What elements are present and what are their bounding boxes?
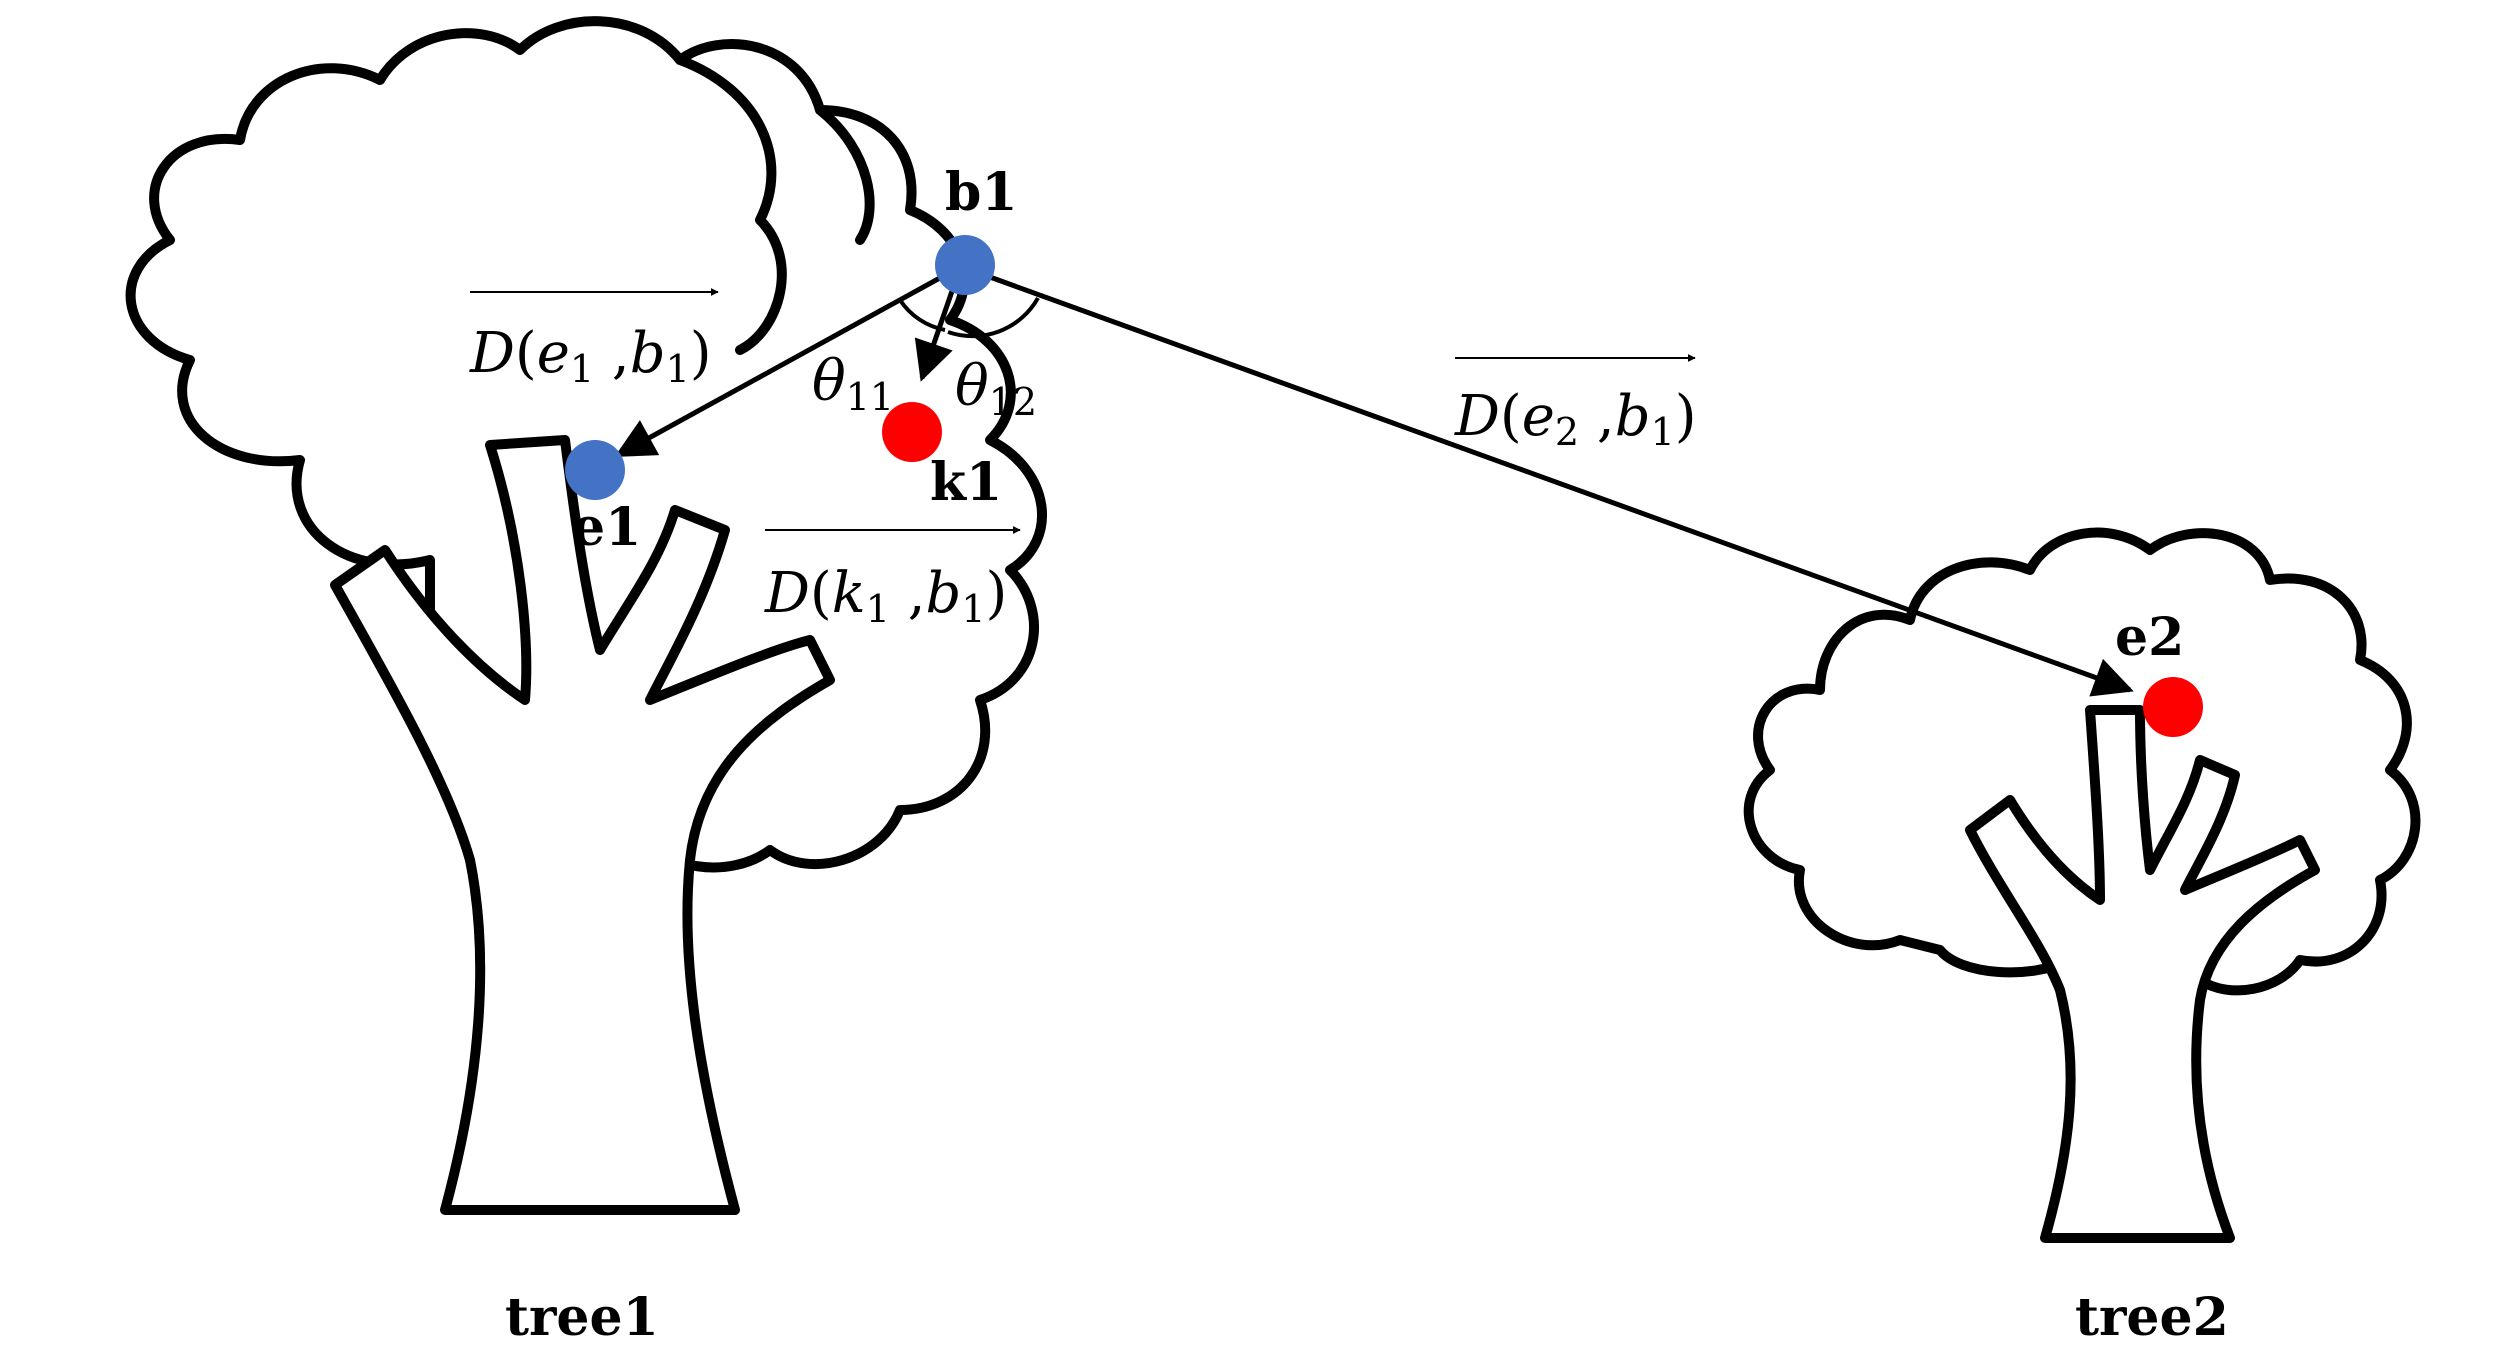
vec-close: ) [986, 561, 1008, 626]
vec-comma: , [890, 561, 926, 626]
label-tree2: tree2 [2075, 1287, 2229, 1348]
vec-b-sub: 1 [666, 347, 690, 391]
vec-b-sub: 1 [961, 587, 985, 631]
tree2-icon [1743, 527, 2421, 1243]
vec-b-sub: 1 [1651, 410, 1675, 454]
label-b1: b1 [945, 162, 1018, 223]
vec-open: ( [515, 321, 537, 386]
vec-a-sub: 1 [866, 587, 890, 631]
vec-a: k [832, 561, 866, 626]
point-b1 [935, 235, 995, 295]
vector-label-d-e1-b1: D(e1 ,b1) [469, 288, 719, 391]
tree2-trunk [1965, 705, 2320, 1243]
tree1-trunk [330, 435, 835, 1215]
vector-label-d-k1-b1: D(k1 ,b1) [764, 526, 1021, 631]
point-e1 [565, 440, 625, 500]
svg-text:D(e2 ,b1): D(e2 ,b1) [1454, 384, 1697, 454]
vec-base: D [764, 561, 810, 626]
angle-symbol: θ [955, 354, 989, 419]
point-k1 [882, 402, 942, 462]
vec-comma: , [594, 321, 630, 386]
angle-symbol: θ [812, 349, 846, 414]
vec-b: b [926, 561, 962, 626]
vec-b: b [630, 321, 666, 386]
angle-sub: 11 [846, 375, 894, 419]
point-e2 [2143, 677, 2203, 737]
angle-arc-theta11 [898, 298, 946, 332]
vec-a-sub: 2 [1555, 410, 1579, 454]
vec-base: D [469, 321, 515, 386]
vec-open: ( [810, 561, 832, 626]
tree1-canopy-detail [675, 55, 875, 355]
vec-a-sub: 1 [570, 347, 594, 391]
label-e1: e1 [572, 497, 641, 558]
label-tree1: tree1 [505, 1287, 659, 1348]
vec-b: b [1615, 384, 1651, 449]
svg-text:D(e1 ,b1): D(e1 ,b1) [469, 321, 712, 391]
svg-text:D(k1 ,b1): D(k1 ,b1) [764, 561, 1007, 631]
vec-a: e [1522, 384, 1555, 449]
vec-close: ) [690, 321, 712, 386]
angle-arc-theta12 [947, 297, 1040, 339]
vec-base: D [1454, 384, 1500, 449]
angle-label-theta11: θ11 [812, 349, 894, 419]
vec-a: e [537, 321, 570, 386]
vec-open: ( [1500, 384, 1522, 449]
vector-label-d-e2-b1: D(e2 ,b1) [1454, 354, 1697, 454]
label-k1: k1 [930, 452, 1002, 513]
angle-label-theta12: θ12 [955, 354, 1037, 424]
vec-close: ) [1675, 384, 1697, 449]
vec-comma: , [1579, 384, 1615, 449]
angle-sub: 12 [989, 380, 1037, 424]
arrow-b1-to-e2 [964, 265, 2134, 697]
label-e2: e2 [2115, 607, 2184, 668]
